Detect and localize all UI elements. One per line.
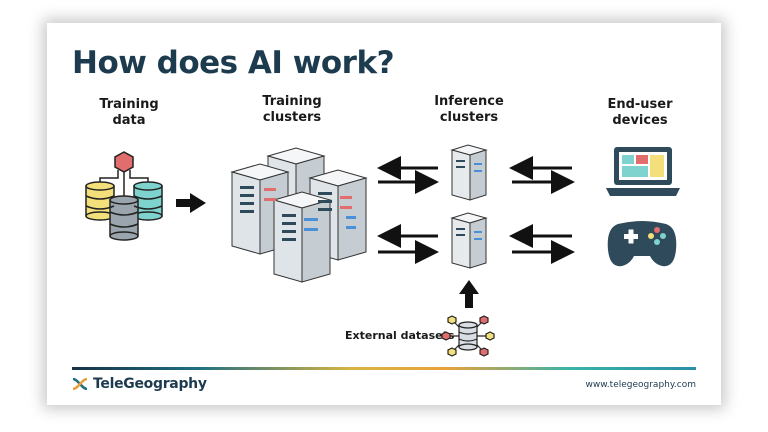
- inference-server-bottom-icon: [450, 212, 488, 269]
- inference-clusters-label: Inference clusters: [434, 94, 504, 125]
- end-user-devices-label: End-user devices: [607, 97, 673, 128]
- footer-divider: [72, 367, 696, 370]
- arrows-training-inference-top: [377, 156, 439, 194]
- page-title: How does AI work?: [72, 45, 395, 81]
- arrow-external-to-inference: [459, 280, 479, 308]
- external-datasets-label: External datasets: [345, 329, 455, 342]
- arrows-training-inference-bottom: [377, 224, 439, 264]
- footer-url: www.telegeography.com: [585, 380, 696, 390]
- arrows-inference-laptop: [509, 156, 575, 194]
- brand-name: TeleGeography: [93, 376, 207, 392]
- laptop-icon: [606, 147, 680, 196]
- gamepad-icon: [607, 221, 677, 267]
- telegeography-logo-icon: [72, 378, 88, 390]
- training-data-icon: [85, 151, 163, 241]
- inference-server-top-icon: [450, 144, 488, 201]
- arrow-to-training-clusters: [176, 193, 206, 213]
- training-data-label: Training data: [99, 97, 159, 128]
- arrows-inference-gamepad: [509, 224, 575, 264]
- training-clusters-icon: [230, 147, 368, 283]
- brand-logo: TeleGeography: [72, 376, 207, 392]
- external-datasets-icon: [441, 315, 495, 357]
- training-clusters-label: Training clusters: [262, 94, 322, 125]
